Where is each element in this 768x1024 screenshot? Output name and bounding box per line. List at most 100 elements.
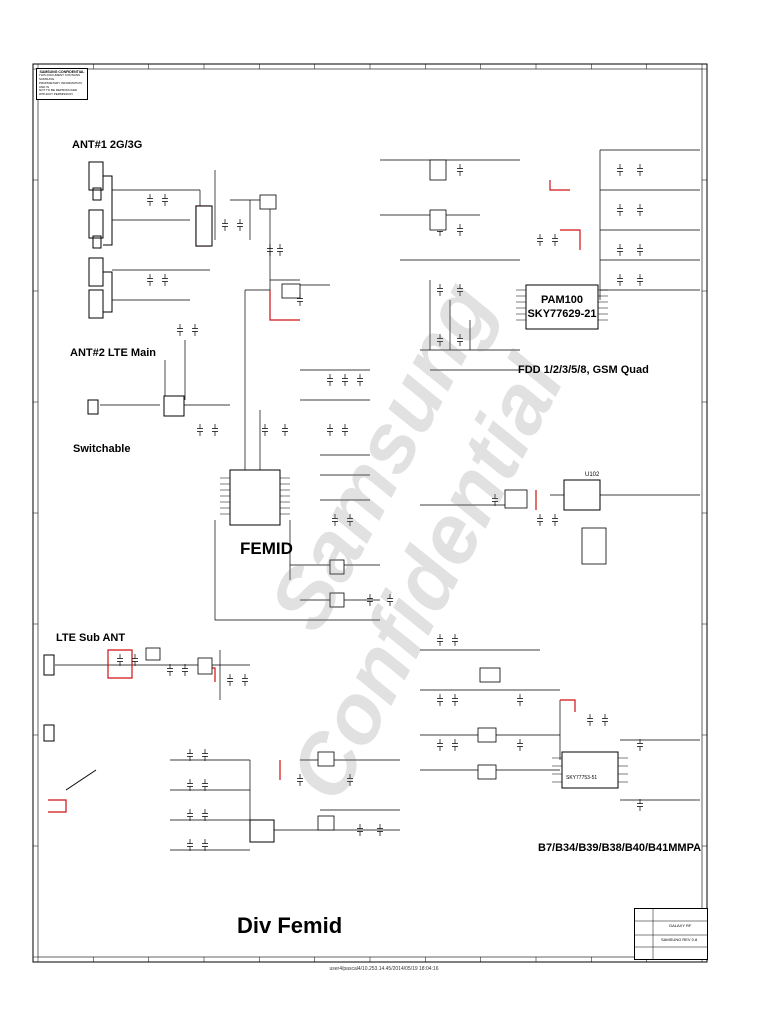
capacitor-symbol [437,739,443,751]
capacitor-symbol [147,194,153,206]
capacitor-symbol [347,774,353,786]
confidential-line: NOT TO BE REPRODUCED [39,88,78,93]
capacitor-symbol [212,424,218,436]
capacitor-symbol [202,779,208,791]
title-block-grid [635,909,707,959]
file-path-footer: user4/pascal4/10.253.14.45/2014/05/19 18… [329,966,439,972]
capacitor-symbol [517,739,523,751]
capacitor-symbol [162,194,168,206]
capacitor-symbol [237,219,243,231]
ics [163,205,619,843]
b7-mmpa-label: B7/B34/B39/B38/B40/B41MMPA [538,842,702,854]
capacitor-symbol [552,514,558,526]
capacitor-symbol [637,164,643,176]
femid-label: FEMID [240,539,293,558]
capacitor-symbol [437,284,443,296]
capacitor-symbol [452,634,458,646]
capacitor-symbol [617,204,623,216]
capacitor-symbol [342,424,348,436]
lte-sub-connectors [43,399,99,791]
capacitor-symbol [332,514,338,526]
passive-components [117,164,643,851]
pam100-ic [525,284,599,330]
capacitor-symbol [357,824,363,836]
u102-label: U102 [585,472,600,478]
capacitor-symbol [457,164,463,176]
capacitor-symbol [517,694,523,706]
ic-pins [220,289,628,783]
confidential-box: SAMSUNG CONFIDENTIAL THIS DOCUMENT CONTA… [36,68,88,100]
lte-sub-label: LTE Sub ANT [56,632,126,644]
capacitor-symbol [187,749,193,761]
capacitor-symbol [327,424,333,436]
capacitor-symbol [227,674,233,686]
border-ticks [33,64,707,962]
sky77753-ic [561,751,619,789]
capacitor-symbol [552,234,558,246]
capacitor-symbol [262,424,268,436]
pam100-part: SKY77629-21 [527,308,597,320]
capacitor-symbol [117,654,123,666]
capacitor-symbol [367,594,373,606]
capacitor-symbol [587,714,593,726]
capacitor-symbol [357,374,363,386]
capacitor-symbol [197,424,203,436]
title-block-row1: GALAXY RF [669,923,692,928]
capacitor-symbol [297,774,303,786]
capacitor-symbol [537,234,543,246]
capacitor-symbol [132,654,138,666]
capacitor-symbol [267,244,273,256]
capacitor-symbol [452,739,458,751]
capacitor-symbol [602,714,608,726]
femid-ic [229,469,281,526]
capacitor-symbol [167,664,173,676]
capacitor-symbol [617,164,623,176]
capacitor-symbol [457,224,463,236]
ant2-label: ANT#2 LTE Main [70,347,156,359]
capacitor-symbol [457,284,463,296]
capacitor-symbol [162,274,168,286]
capacitor-symbol [637,739,643,751]
capacitor-symbol [282,424,288,436]
capacitor-symbol [492,494,498,506]
capacitor-symbol [377,824,383,836]
capacitor-symbol [617,244,623,256]
capacitor-symbol [277,244,283,256]
capacitor-symbol [342,374,348,386]
capacitor-symbol [387,594,393,606]
capacitor-symbol [617,274,623,286]
capacitor-symbol [457,334,463,346]
capacitor-symbol [437,334,443,346]
capacitor-symbol [147,274,153,286]
capacitor-symbol [187,809,193,821]
ant1-switch-ic [195,205,213,247]
capacitor-symbol [202,809,208,821]
div-femid-label: Div Femid [237,913,343,938]
ant1-connectors [88,161,113,319]
confidential-line: WITHOUT PERMISSION [39,92,73,97]
switchable-ic [163,395,185,417]
sky77753-label: SKY77753-51 [566,775,598,781]
capacitor-symbol [202,839,208,851]
capacitor-symbol [437,634,443,646]
capacitor-symbol [437,694,443,706]
switchable-label: Switchable [73,443,131,455]
confidential-line: PROPRIETARY INFORMATION AND IS [39,80,82,89]
capacitor-symbol [637,204,643,216]
confidential-line: THIS DOCUMENT CONTAINS SAMSUNG [39,73,81,82]
capacitor-symbol [187,779,193,791]
title-block: GALAXY RF SAMSUNG REV 0.8 [634,908,708,960]
capacitor-symbol [537,514,543,526]
capacitor-symbol [242,674,248,686]
capacitor-symbol [452,694,458,706]
title-block-row2: SAMSUNG REV 0.8 [661,937,698,942]
capacitor-symbol [187,839,193,851]
fdd-label: FDD 1/2/3/5/8, GSM Quad [518,364,649,376]
capacitor-symbol [327,374,333,386]
capacitor-symbol [202,749,208,761]
filter-blocks [145,159,607,831]
capacitor-symbol [347,514,353,526]
ant1-label: ANT#1 2G/3G [72,139,143,151]
pam100-name: PAM100 [541,294,583,306]
